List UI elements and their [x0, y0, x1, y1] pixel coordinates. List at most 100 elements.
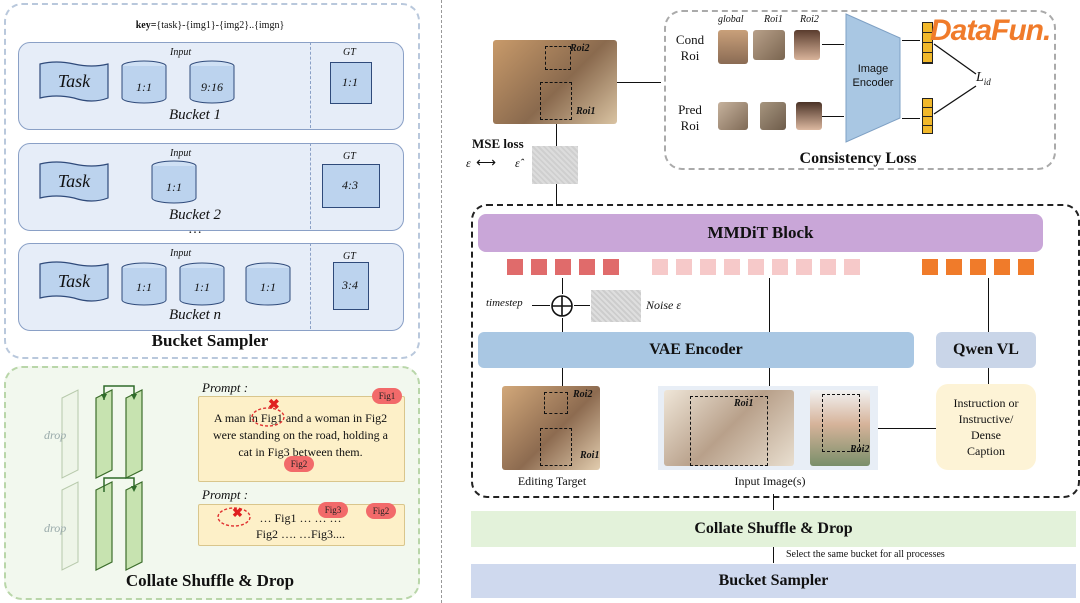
- select-bucket-note: Select the same bucket for all processes: [786, 549, 945, 560]
- image-encoder-trapezoid: [845, 13, 901, 143]
- pred-roi1-thumb: [718, 102, 748, 130]
- token: [946, 259, 962, 275]
- bucket-name: Bucket 1: [168, 107, 222, 123]
- dashed-circle-icon: [251, 407, 285, 427]
- task-flag-icon: [39, 161, 109, 202]
- noise-patch: [532, 146, 578, 184]
- task-label: Task: [57, 171, 91, 191]
- token: [603, 259, 619, 275]
- token: [796, 259, 812, 275]
- bucket-divider: [310, 243, 311, 329]
- fig-tag: Fig2: [284, 456, 314, 472]
- gt-label: GT: [343, 47, 356, 58]
- fig-tag: Fig1: [372, 388, 402, 404]
- arrow-line: [988, 368, 989, 384]
- gt-label: GT: [343, 251, 356, 262]
- arrow-line: [902, 40, 920, 41]
- collate-title: Collate Shuffle & Drop: [125, 571, 295, 590]
- gt-box: [333, 262, 369, 310]
- timestep-label: timestep: [486, 297, 523, 309]
- consistency-loss-title: Consistency Loss: [799, 150, 917, 167]
- token: [579, 259, 595, 275]
- cond-roi2-thumb: [794, 30, 820, 60]
- arrow-line: [822, 44, 844, 45]
- gt-ratio: 4:3: [342, 178, 358, 192]
- add-operator-icon: [551, 295, 573, 317]
- arrow-line: [562, 368, 563, 386]
- arrow-line: [773, 494, 774, 510]
- input-label: Input: [170, 148, 192, 159]
- connector-line: [878, 428, 936, 429]
- key-label: key={task}-{img1}-{img2}..{imgn}: [135, 20, 285, 31]
- arrow-line: [562, 278, 563, 294]
- shape-ratio: 1:1: [136, 80, 152, 94]
- consistency-panel: [664, 10, 1056, 170]
- embedding-stack-pred: [922, 98, 933, 134]
- bucket-divider: [310, 143, 311, 229]
- instruction-box: Instruction or Instructive/ Dense Captio…: [936, 384, 1036, 470]
- col-label: global: [718, 14, 744, 25]
- bucket-name: Bucket 2: [168, 207, 222, 223]
- arrow-line: [556, 184, 557, 206]
- gt-ratio: 3:4: [342, 278, 358, 292]
- token: [748, 259, 764, 275]
- noise-patch: [591, 290, 641, 322]
- task-flag-icon: [39, 261, 109, 302]
- shape-ratio: 1:1: [194, 280, 210, 294]
- section-divider: [441, 0, 442, 603]
- bucket-sampler-title: Bucket Sampler: [151, 331, 269, 350]
- shape-ratio: 9:16: [201, 80, 223, 94]
- task-label: Task: [57, 71, 91, 91]
- arrow-line: [574, 305, 590, 306]
- double-arrow-icon: ⟷: [476, 156, 497, 171]
- token: [970, 259, 986, 275]
- editing-target-label: Editing Target: [517, 474, 587, 488]
- token: [922, 259, 938, 275]
- model-panel: [471, 204, 1080, 498]
- roi-label: Roi1: [734, 398, 754, 409]
- bucket-divider: [310, 42, 311, 128]
- roi-box: [540, 82, 572, 120]
- token: [844, 259, 860, 275]
- token: [531, 259, 547, 275]
- arrow-line: [988, 278, 989, 332]
- token: [724, 259, 740, 275]
- mmdit-block: MMDiT Block: [478, 214, 1043, 252]
- prompt-label: Prompt :: [202, 487, 249, 502]
- input-label: Input: [170, 248, 192, 259]
- token: [820, 259, 836, 275]
- cylinder-icon: [245, 262, 291, 306]
- fig-tag: Fig2: [366, 503, 396, 519]
- cylinder-icon: [179, 262, 225, 306]
- epsilon: ε: [466, 156, 471, 170]
- drop-shuffle-diagram-2: [61, 477, 143, 571]
- embedding-stack-cond: [922, 22, 933, 64]
- roi-label: Roi2: [850, 444, 870, 455]
- drop-shuffle-diagram-1: [61, 385, 143, 479]
- ellipsis: …: [188, 222, 202, 237]
- cond-roi1-thumb: [753, 30, 785, 60]
- arrow-line: [769, 368, 770, 386]
- bucket-sampler-bar: Bucket Sampler: [471, 564, 1076, 598]
- shape-ratio: 1:1: [136, 280, 152, 294]
- qwen-vl: Qwen VL: [936, 332, 1036, 368]
- task-label: Task: [57, 271, 91, 291]
- gt-ratio: 1:1: [342, 75, 358, 89]
- roi-box: [690, 396, 768, 466]
- token: [555, 259, 571, 275]
- arrow-line: [769, 278, 770, 332]
- cross-icon: ✖: [232, 505, 243, 520]
- token: [676, 259, 692, 275]
- token: [772, 259, 788, 275]
- task-flag-icon: [39, 61, 109, 102]
- loss-arrows: [933, 43, 977, 115]
- roi-label: Roi1: [576, 106, 596, 117]
- arrow-line: [902, 118, 920, 119]
- token: [652, 259, 668, 275]
- fig-tag: Fig3: [318, 502, 348, 518]
- pred-roi2-thumb: [796, 102, 822, 130]
- roi-label: Roi2: [570, 43, 590, 54]
- roi-box: [822, 394, 860, 452]
